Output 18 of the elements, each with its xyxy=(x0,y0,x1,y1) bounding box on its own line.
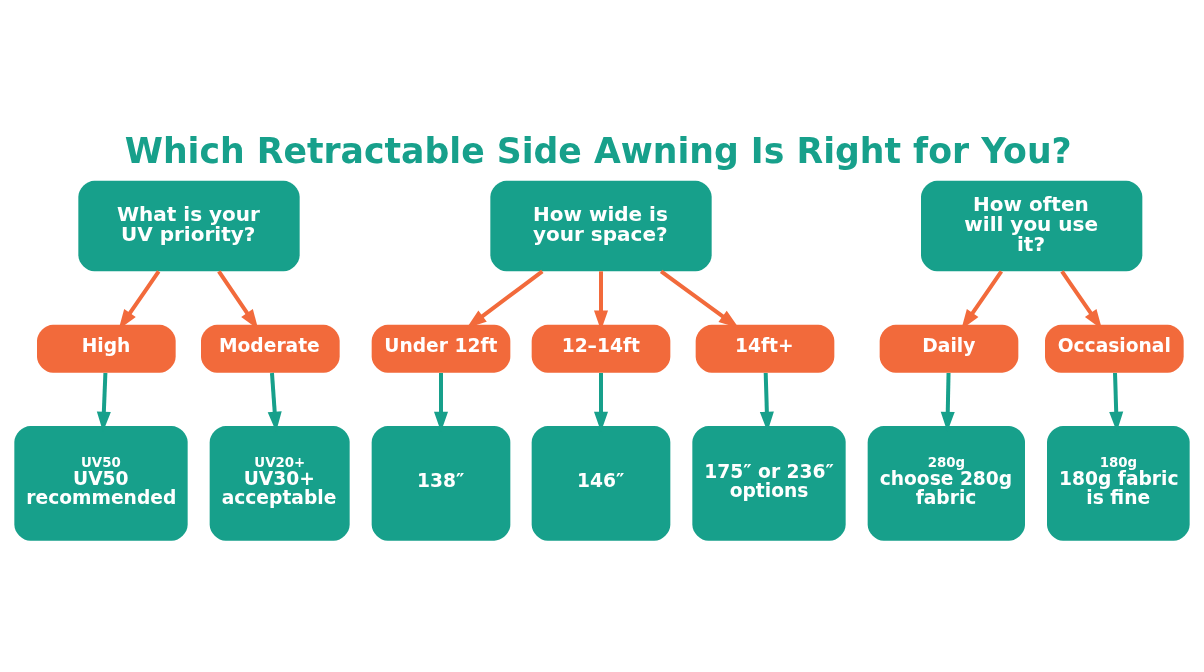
node-box: How wide is your space? xyxy=(490,180,712,272)
node-box: 12–14ft xyxy=(531,324,671,373)
node-box: 138″ xyxy=(371,426,511,541)
node-box: 280g choose 280g fabric xyxy=(867,426,1025,541)
node-box: Occasional xyxy=(1045,324,1184,373)
node-box: 146″ xyxy=(531,426,671,541)
diagram-title: Which Retractable Side Awning Is Right for You? xyxy=(124,131,1072,172)
node-box: Daily xyxy=(879,324,1019,373)
node-box: 180g 180g fabric is fine xyxy=(1047,426,1190,541)
node-box: 14ft+ xyxy=(695,324,835,373)
node-box: How often will you use it? xyxy=(921,180,1143,272)
node-box: 175″ or 236″ options xyxy=(692,426,846,541)
node-box: High xyxy=(37,324,176,373)
node-box: Under 12ft xyxy=(371,324,511,373)
node-box: UV50 UV50 recommended xyxy=(14,426,188,541)
node-box: What is your UV priority? xyxy=(78,180,300,272)
node-box: Moderate xyxy=(201,324,340,373)
node-box: UV20+ UV30+ acceptable xyxy=(209,426,350,541)
